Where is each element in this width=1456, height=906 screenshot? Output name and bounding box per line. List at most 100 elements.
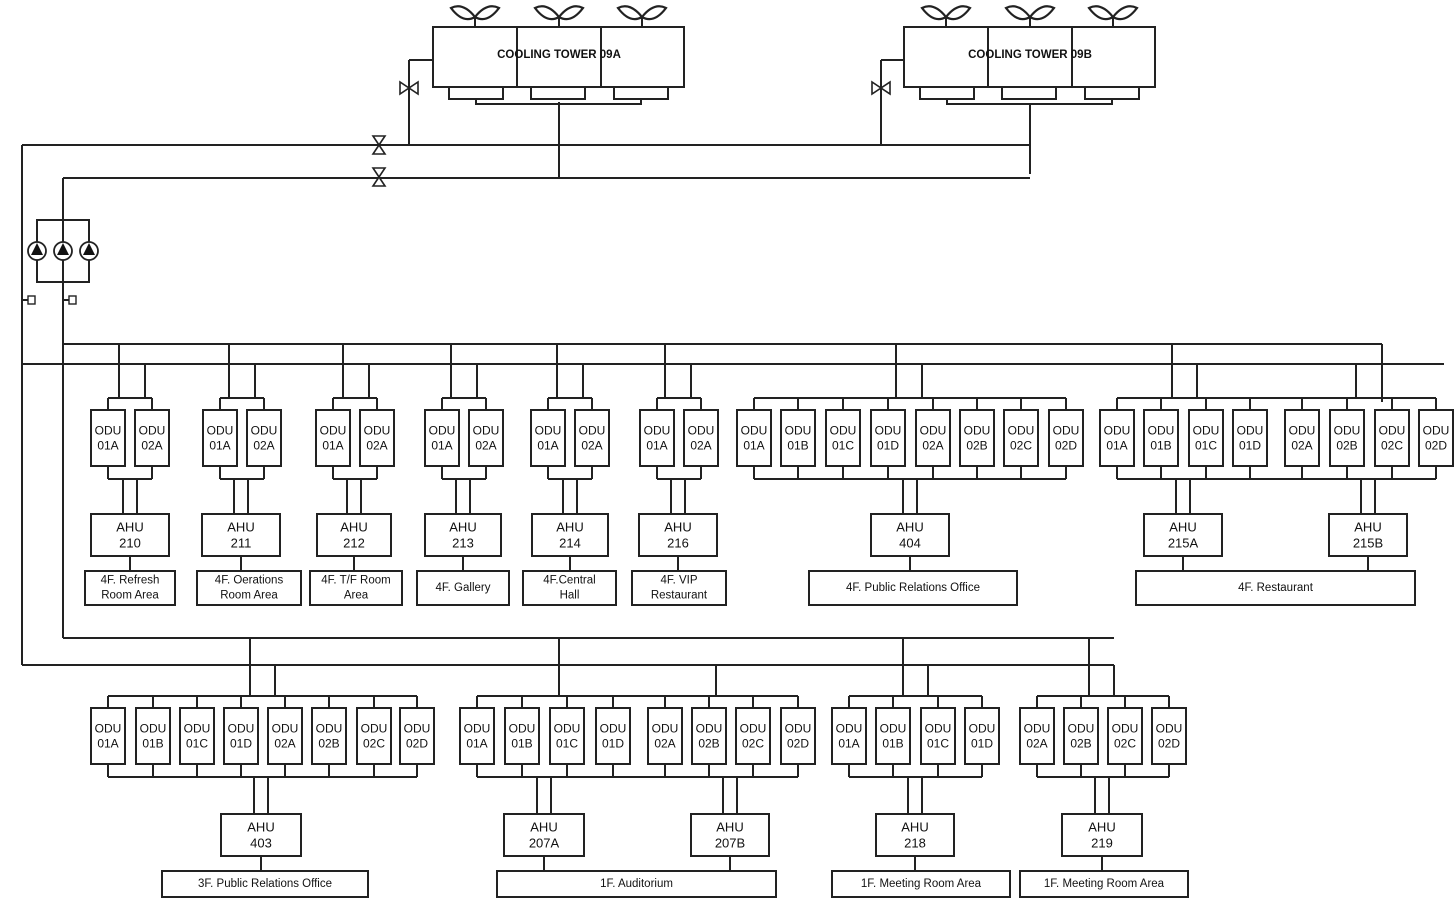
odu-label: ODU — [1423, 424, 1450, 438]
tower-label: COOLING TOWER 09A — [497, 49, 621, 61]
odu-label: 02A — [922, 439, 943, 453]
odu-label: 01A — [537, 439, 558, 453]
odu-label: 02C — [1381, 439, 1403, 453]
odu-unit — [825, 409, 861, 467]
odu-unit — [179, 707, 215, 765]
tower-basin — [1001, 86, 1057, 100]
ahu-label: AHU — [227, 520, 254, 535]
odu-unit — [875, 707, 911, 765]
area-box — [808, 570, 1018, 606]
valve-icon — [871, 80, 891, 96]
ahu-unit — [875, 813, 955, 857]
odu-unit — [459, 707, 495, 765]
group-ahu-215: ODU01AODU01BODU01CODU01DODU02AODU02BODU0… — [1099, 409, 1454, 606]
fan-icon — [1087, 5, 1139, 21]
area-label: 3F. Public Relations Office — [198, 878, 332, 890]
odu-unit — [90, 409, 126, 467]
odu-unit — [424, 409, 460, 467]
valve-half — [371, 175, 387, 187]
odu-unit — [356, 707, 392, 765]
ahu-label: 211 — [231, 536, 252, 551]
odu-label: ODU — [688, 424, 715, 438]
fan-icon — [616, 5, 668, 21]
odu-label: ODU — [1053, 424, 1080, 438]
area-box — [631, 570, 727, 606]
odu-label: 02C — [742, 737, 764, 751]
ahu-label: AHU — [116, 520, 143, 535]
odu-label: ODU — [228, 722, 255, 736]
odu-label: 01A — [1106, 439, 1127, 453]
ahu-unit — [220, 813, 302, 857]
odu-unit — [736, 409, 772, 467]
area-label: 4F.Central — [543, 575, 595, 587]
odu-unit — [134, 409, 170, 467]
odu-label: 01B — [882, 737, 903, 751]
ahu-label: AHU — [530, 820, 557, 835]
odu-label: ODU — [1156, 722, 1183, 736]
odu-label: ODU — [696, 722, 723, 736]
odu-label: ODU — [1068, 722, 1095, 736]
ahu-label: 219 — [1091, 836, 1113, 851]
odu-label: 01D — [971, 737, 993, 751]
ahu-unit — [690, 813, 770, 857]
odu-unit — [780, 409, 816, 467]
ahu-label: AHU — [896, 520, 923, 535]
odu-unit — [574, 409, 610, 467]
odu-label: ODU — [969, 722, 996, 736]
ahu-label: AHU — [1354, 520, 1381, 535]
group-ahu-403: ODU01AODU01BODU01CODU01DODU02AODU02BODU0… — [90, 707, 435, 898]
ahu-label: 404 — [899, 536, 921, 551]
odu-unit — [530, 409, 566, 467]
area-box — [84, 570, 176, 606]
pumps-and-valves — [22, 80, 891, 305]
area-label: 4F. Gallery — [436, 582, 491, 594]
ahu-label: 212 — [343, 536, 365, 551]
odu-label: 01C — [832, 439, 854, 453]
odu-label: 01A — [466, 737, 487, 751]
odu-unit — [549, 707, 585, 765]
ahu-label: 214 — [559, 536, 581, 551]
odu-unit — [639, 409, 675, 467]
odu-unit — [1418, 409, 1454, 467]
ahu-label: AHU — [1088, 820, 1115, 835]
odu-label: 02D — [787, 737, 809, 751]
odu-label: 02A — [1026, 737, 1047, 751]
odu-label: 02D — [1055, 439, 1077, 453]
odu-label: 02D — [1158, 737, 1180, 751]
odu-unit — [1329, 409, 1365, 467]
odu-label: ODU — [1237, 424, 1264, 438]
odu-label: ODU — [652, 722, 679, 736]
odu-label: ODU — [920, 424, 947, 438]
odu-unit — [1048, 409, 1084, 467]
odu-label: ODU — [1334, 424, 1361, 438]
odu-label: 02A — [1291, 439, 1312, 453]
odu-label: ODU — [1379, 424, 1406, 438]
ahu-label: 213 — [452, 536, 474, 551]
odu-unit — [780, 707, 816, 765]
odu-unit — [647, 707, 683, 765]
odu-label: 02A — [690, 439, 711, 453]
odu-label: 01C — [186, 737, 208, 751]
odu-label: ODU — [600, 722, 627, 736]
pump-icon — [79, 241, 99, 261]
odu-label: ODU — [1148, 424, 1175, 438]
area-label: 1F. Meeting Room Area — [1044, 878, 1165, 890]
tower-basin — [919, 86, 975, 100]
odu-label: 02C — [363, 737, 385, 751]
odu-unit — [1143, 409, 1179, 467]
area-box — [416, 570, 510, 606]
odu-label: ODU — [473, 424, 500, 438]
odu-label: 02A — [475, 439, 496, 453]
area-label: 1F. Auditorium — [600, 878, 673, 890]
area-box — [496, 870, 777, 898]
odu-label: 02D — [406, 737, 428, 751]
odu-label: 01A — [209, 439, 230, 453]
odu-unit — [468, 409, 504, 467]
valve-half — [879, 80, 891, 96]
odu-label: ODU — [836, 722, 863, 736]
